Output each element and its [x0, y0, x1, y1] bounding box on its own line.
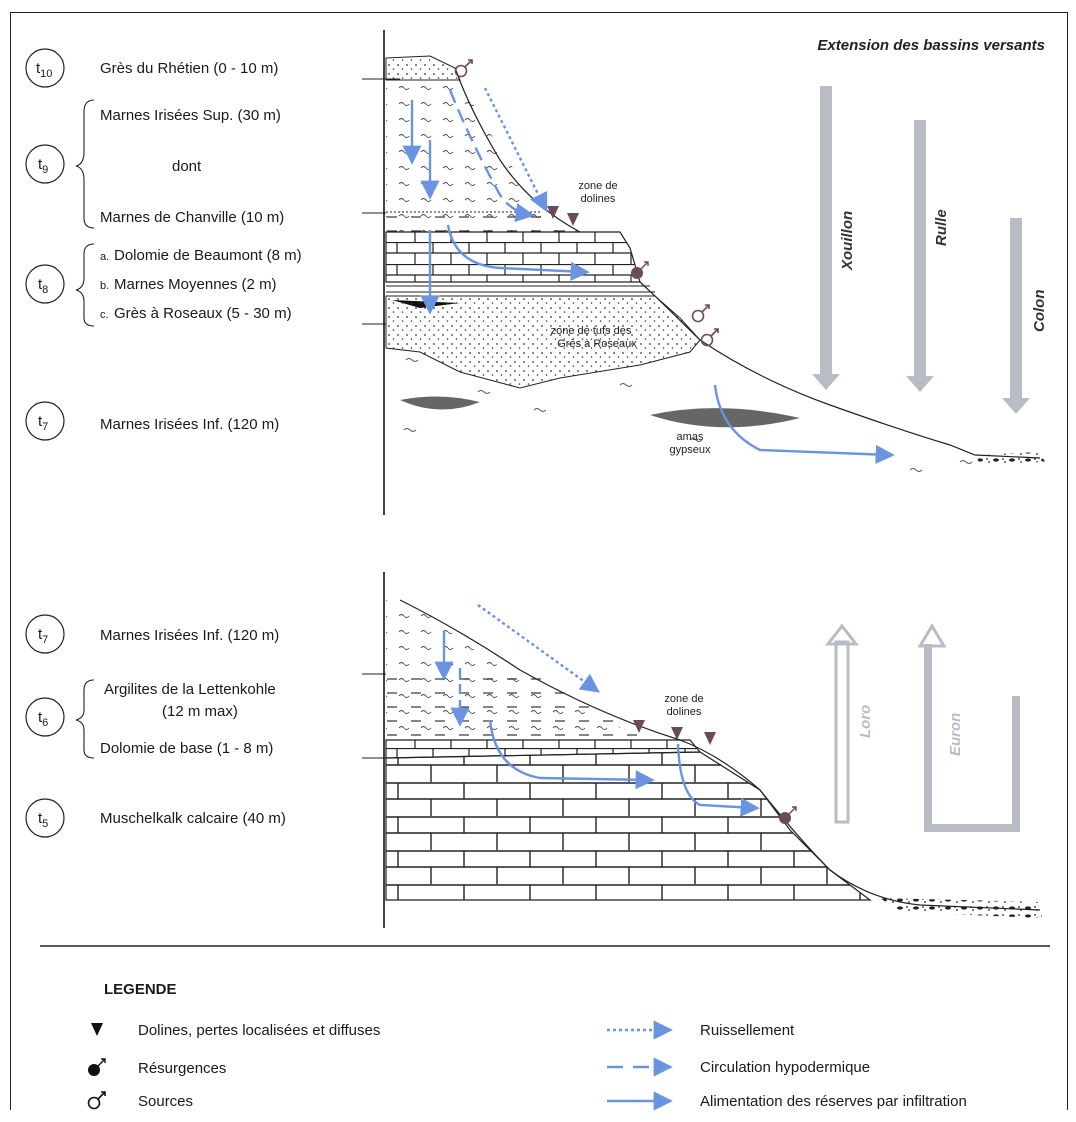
basin-arrow-xouillon: Xouillon [812, 86, 856, 390]
top-hypodermic-arrow-1 [448, 89, 535, 223]
legend-item-ruissellement: Ruissellement [700, 1022, 795, 1039]
stage-marker-t8: t8 [25, 264, 65, 304]
source-icon [700, 328, 719, 347]
stage-marker-t5: t5 [25, 798, 65, 838]
label-gres-roseaux: Grès à Roseaux (5 - 30 m) [114, 305, 292, 322]
legend-item-circulation: Circulation hypodermique [700, 1059, 870, 1076]
brace-t8 [75, 243, 95, 327]
basin-label-euron: Euron [947, 713, 964, 756]
source-icon [454, 59, 473, 78]
stage-marker-t9: t9 [25, 144, 65, 184]
label-marnes-chanville: Marnes de Chanville (10 m) [100, 209, 284, 226]
zone-dolines-text-1: zone de [578, 180, 617, 192]
basin-arrow-loro: Loro [824, 623, 874, 824]
brace-t6 [75, 679, 95, 759]
amas-text-1: amas [677, 431, 704, 443]
stage-marker-t7-bottom: t7 [25, 614, 65, 654]
marnes-inf-marks [403, 358, 973, 472]
label-dont: dont [172, 158, 202, 175]
diagram-frame [10, 12, 1068, 1110]
label-argilites-1: Argilites de la Lettenkohle [104, 681, 276, 698]
doline-triangle-icon [633, 720, 645, 733]
tufs-text-2: Grès à Roseaux [557, 338, 637, 350]
prefix-c: c. [100, 309, 109, 321]
bottom-runoff-arrow [477, 604, 600, 693]
diagram-title: Extension des bassins versants [817, 37, 1045, 54]
label-muschelkalk: Muschelkalk calcaire (40 m) [100, 810, 286, 827]
svg-text:t7: t7 [38, 626, 48, 646]
rhetien-layer [385, 55, 461, 81]
top-section: zone de dolines zone de tufs des Grès à … [25, 30, 1048, 515]
bottom-scree [880, 898, 1042, 918]
bottom-slope [399, 599, 1041, 911]
gypsum-lens-1 [400, 396, 480, 410]
muschelkalk-layer [385, 751, 872, 901]
basin-label-xouillon: Xouillon [839, 211, 856, 271]
top-flows [402, 87, 895, 465]
dolomie-beaumont-layer [385, 231, 641, 283]
label-marnes-irisees-inf: Marnes Irisées Inf. (120 m) [100, 416, 279, 433]
doline-triangle-icon [704, 732, 716, 745]
basin-arrow-colon: Colon [1002, 218, 1048, 414]
zone-dolines-text-2: dolines [581, 193, 616, 205]
stage-marker-t7: t7 [25, 401, 65, 441]
legend-item-dolines: Dolines, pertes localisées et diffuses [138, 1022, 380, 1039]
tufs-text-1: zone de tufs des [551, 325, 632, 337]
bottom-section: zone de dolines Loro Euron t7 t6 t5 Marn… [25, 572, 1042, 928]
source-icon [87, 1091, 106, 1110]
basin-label-loro: Loro [857, 705, 874, 738]
brace-t9 [75, 99, 95, 229]
doline-triangle-icon [547, 206, 559, 219]
doline-triangle-icon [567, 213, 579, 226]
legend-item-alimentation: Alimentation des réserves par infiltrati… [700, 1093, 967, 1110]
resurgence-icon [779, 806, 797, 824]
doline-triangle-icon [91, 1023, 103, 1036]
svg-text:t6: t6 [38, 709, 48, 729]
legend-title: LEGENDE [104, 981, 177, 998]
label-marnes-irisees-sup: Marnes Irisées Sup. (30 m) [100, 107, 281, 124]
legend: LEGENDE Dolines, pertes localisées et di… [87, 981, 967, 1111]
top-scree [975, 452, 1045, 464]
doline-triangle-icon [671, 727, 683, 740]
top-infiltration-arrow-4 [446, 224, 590, 281]
svg-text:t7: t7 [38, 413, 48, 433]
svg-text:t9: t9 [38, 156, 48, 176]
bottom-flows [434, 604, 760, 817]
bottom-zone-dolines-text-2: dolines [667, 706, 702, 718]
top-runoff-arrow [483, 87, 548, 213]
label-gres-rhetien: Grès du Rhétien (0 - 10 m) [100, 60, 278, 77]
basin-arrow-rulle: Rulle [906, 120, 950, 392]
gres-roseaux-layer [385, 295, 701, 389]
amas-text-2: gypseux [670, 444, 711, 456]
argilites-layer [386, 674, 660, 740]
prefix-b: b. [100, 280, 109, 292]
label-marnes-moyennes: Marnes Moyennes (2 m) [114, 276, 277, 293]
label-argilites-2: (12 m max) [162, 703, 238, 720]
svg-text:t10: t10 [36, 60, 52, 80]
basin-label-colon: Colon [1031, 290, 1048, 333]
bottom-infiltration-arrow-3 [676, 743, 760, 817]
top-infiltration-arrow-5 [713, 384, 895, 465]
source-icon [691, 304, 710, 323]
label-dolomie-beaumont: Dolomie de Beaumont (8 m) [114, 247, 302, 264]
svg-text:t5: t5 [38, 810, 48, 830]
legend-item-sources: Sources [138, 1093, 193, 1110]
bottom-zone-dolines-text-1: zone de [664, 693, 703, 705]
legend-item-resurgences: Résurgences [138, 1060, 226, 1077]
prefix-a: a. [100, 251, 109, 263]
basin-label-rulle: Rulle [933, 209, 950, 246]
svg-text:t8: t8 [38, 276, 48, 296]
label-bottom-marnes-inf: Marnes Irisées Inf. (120 m) [100, 627, 279, 644]
resurgence-icon [88, 1058, 106, 1076]
stage-marker-t10: t10 [25, 48, 65, 88]
bottom-infiltration-arrow-2 [488, 719, 655, 790]
basin-arrow-euron: Euron [917, 623, 1020, 832]
top-slope-lower [639, 281, 1041, 459]
label-dolomie-base: Dolomie de base (1 - 8 m) [100, 740, 273, 757]
stage-marker-t6: t6 [25, 697, 65, 737]
resurgence-icon [631, 261, 649, 279]
